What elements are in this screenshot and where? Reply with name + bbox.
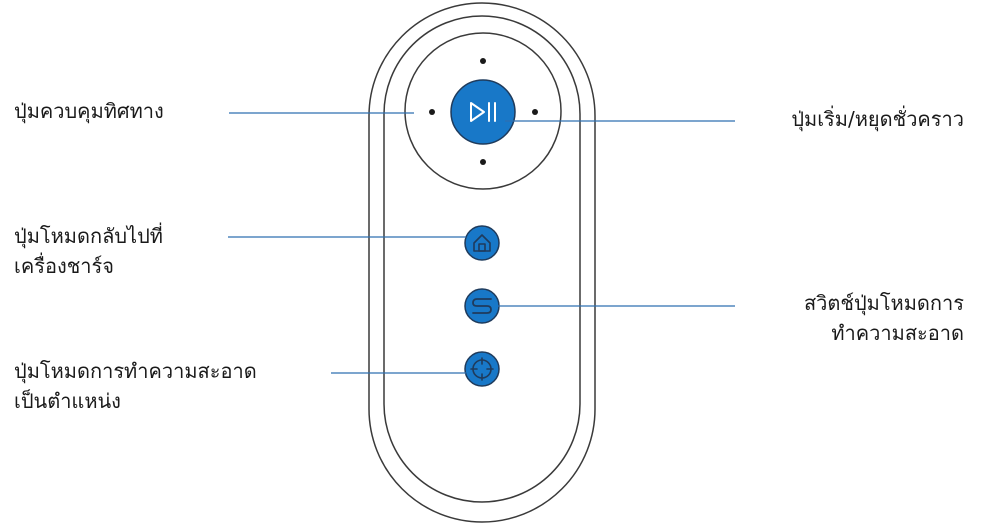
label-spot-clean-line1: ปุ่มโหมดการทำความสะอาด [14, 359, 257, 383]
spot-clean-button[interactable] [464, 351, 500, 387]
remote-inner-outline [383, 15, 581, 503]
direction-pad-ring[interactable] [404, 32, 562, 190]
s-mode-icon [472, 298, 492, 314]
crosshair-icon [470, 357, 494, 381]
label-play-pause: ปุ่มเริ่ม/หยุดชั่วคราว [791, 104, 964, 134]
play-pause-icon [470, 102, 496, 122]
label-direction-line1: ปุ่มควบคุมทิศทาง [14, 99, 164, 123]
direction-dot-down[interactable] [480, 159, 486, 165]
label-home-line1: ปุ่มโหมดกลับไปที่ [14, 224, 163, 248]
play-pause-button[interactable] [450, 79, 516, 145]
label-mode-switch-line2: ทำความสะอาด [831, 321, 964, 345]
direction-dot-up[interactable] [480, 58, 486, 64]
direction-dot-right[interactable] [532, 109, 538, 115]
direction-dot-left[interactable] [429, 109, 435, 115]
label-play-pause-line1: ปุ่มเริ่ม/หยุดชั่วคราว [791, 107, 964, 131]
label-direction-control: ปุ่มควบคุมทิศทาง [14, 96, 164, 126]
label-mode-switch-line1: สวิตช์ปุ่มโหมดการ [803, 291, 964, 315]
label-spot-clean: ปุ่มโหมดการทำความสะอาด เป็นตำแหน่ง [14, 356, 257, 416]
label-spot-clean-line2: เป็นตำแหน่ง [14, 389, 121, 413]
home-button[interactable] [464, 225, 500, 261]
label-home-line2: เครื่องชาร์จ [14, 254, 114, 278]
home-icon [473, 234, 491, 252]
label-home-mode: ปุ่มโหมดกลับไปที่ เครื่องชาร์จ [14, 221, 163, 281]
remote-outer-outline [368, 2, 596, 523]
label-mode-switch: สวิตช์ปุ่มโหมดการ ทำความสะอาด [804, 288, 964, 348]
mode-switch-button[interactable] [464, 288, 500, 324]
